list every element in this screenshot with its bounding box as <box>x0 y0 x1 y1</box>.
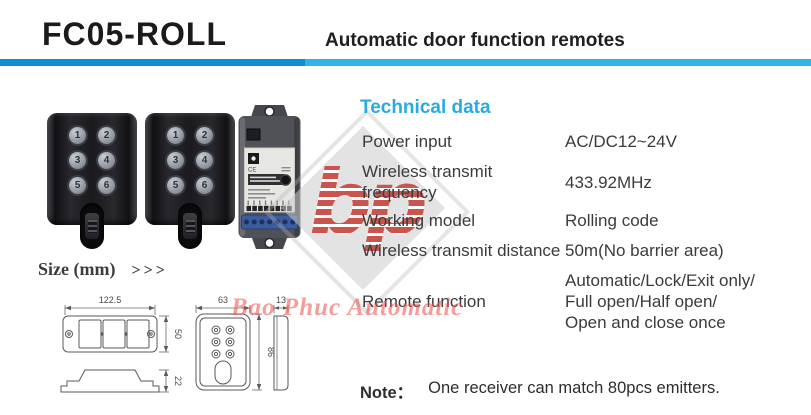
slider-knob <box>183 213 197 239</box>
header-divider-bar-right <box>305 59 811 66</box>
note-label: Note： <box>360 384 414 402</box>
label-title-line <box>250 176 276 179</box>
label-text-line <box>281 167 291 169</box>
label-text-line <box>248 193 275 195</box>
mounting-hole-top <box>264 106 275 117</box>
label-text-line <box>281 170 291 172</box>
page-title: FC05-ROLL <box>42 16 227 52</box>
receiver-dimension-drawing: 122.5 50 22 <box>60 295 183 393</box>
receiver-edge-left <box>240 118 245 236</box>
size-section-title: Size (mm) >>> <box>38 259 168 280</box>
note: Note： One receiver can match 80pcs emitt… <box>360 379 720 403</box>
remote-button: 4 <box>98 152 115 169</box>
remote-button: 6 <box>98 177 115 194</box>
spec-value: 433.92MHz <box>565 172 652 192</box>
receiver-photo: CE <box>238 105 301 249</box>
spec-row-distance: Wireless transmit distance 50m(No barrie… <box>362 240 808 261</box>
spec-row-remote-function: Remote function Automatic/Lock/Exit only… <box>362 270 808 333</box>
slider-knob <box>85 213 99 239</box>
label-text-line <box>248 197 266 199</box>
remote-photo-1: 1 2 3 4 5 6 <box>47 113 137 249</box>
spec-row-power-input: Power input AC/DC12~24V <box>362 131 808 152</box>
spec-value: Rolling code <box>565 211 659 230</box>
remote-button: 6 <box>196 177 213 194</box>
header-divider-bar-left <box>0 59 305 66</box>
remote-slider-switch <box>80 203 104 249</box>
remote-button-grid: 1 2 3 4 5 6 <box>145 113 235 194</box>
spec-value: AC/DC12~24V <box>565 132 677 151</box>
spec-row-working-model: Working model Rolling code <box>362 210 808 231</box>
dim-height: 86 <box>266 347 276 357</box>
remote-dimension-drawing: 63 86 13 <box>195 295 289 391</box>
spec-label: Wireless transmit frequency <box>362 162 493 202</box>
spec-label: Power input <box>362 132 452 151</box>
spec-table: Power input AC/DC12~24V Wireless transmi… <box>362 131 808 333</box>
remote-button: 4 <box>196 152 213 169</box>
label-text-line <box>248 189 270 191</box>
technical-data-title: Technical data <box>360 97 491 118</box>
dim-height: 50 <box>173 329 183 339</box>
dim-depth: 22 <box>173 376 183 386</box>
slider-ridges <box>87 219 97 233</box>
spec-value: Automatic/Lock/Exit only/ Full open/Half… <box>565 271 755 332</box>
learn-push-button <box>279 174 292 186</box>
mounting-hole-bottom <box>264 237 275 249</box>
remote-button: 1 <box>167 127 184 144</box>
label-title-band <box>248 174 284 185</box>
spec-row-frequency: Wireless transmit frequency 433.92MHz <box>362 161 808 203</box>
learn-button-dot <box>251 156 256 161</box>
ir-window <box>246 128 261 141</box>
dim-width: 63 <box>218 295 228 305</box>
label-title-line <box>250 180 280 182</box>
remote-button: 5 <box>69 177 86 194</box>
remote-button: 5 <box>167 177 184 194</box>
note-text: One receiver can match 80pcs emitters. <box>428 379 720 397</box>
remote-button: 3 <box>167 152 184 169</box>
spec-value: 50m(No barrier area) <box>565 241 724 260</box>
header-divider-bar <box>0 59 811 66</box>
remote-button-grid: 1 2 3 4 5 6 <box>47 113 137 194</box>
spec-label: Remote function <box>362 292 486 311</box>
remote-slider-switch <box>178 203 202 249</box>
remote-button: 2 <box>98 127 115 144</box>
spec-label: Wireless transmit distance <box>362 241 561 260</box>
chevrons-icon: >>> <box>131 262 168 279</box>
spec-label: Working model <box>362 211 476 230</box>
slider-ridges <box>185 219 195 233</box>
dim-width: 122.5 <box>99 295 122 305</box>
page-subtitle: Automatic door function remotes <box>325 30 625 51</box>
size-label: Size (mm) <box>38 259 116 279</box>
remote-button: 3 <box>69 152 86 169</box>
dim-depth: 13 <box>276 295 286 305</box>
ce-mark: CE <box>248 168 256 174</box>
remote-button: 1 <box>69 127 86 144</box>
remote-button: 2 <box>196 127 213 144</box>
remote-photo-2: 1 2 3 4 5 6 <box>145 113 235 249</box>
